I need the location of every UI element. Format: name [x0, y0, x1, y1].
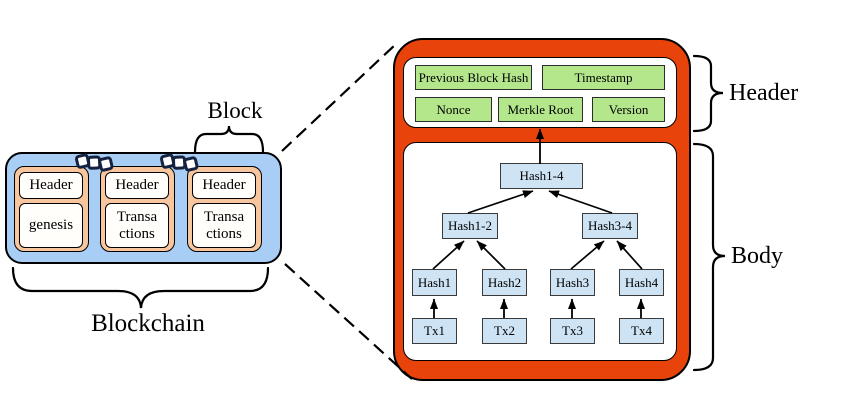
field-merkle-root: Merkle Root [498, 97, 583, 122]
field-timestamp: Timestamp [542, 65, 665, 90]
tree-node-tx1: Tx1 [412, 318, 457, 344]
tree-node-hash3: Hash3 [550, 269, 595, 296]
block-genesis-body: genesis [19, 203, 83, 248]
field-previous-block-hash: Previous Block Hash [415, 65, 532, 90]
tree-node-hash1-4: Hash1-4 [500, 163, 583, 189]
block-genesis: Header genesis [14, 166, 89, 252]
tree-node-hash2: Hash2 [482, 269, 527, 296]
header-brace [692, 54, 724, 133]
blockchain-label: Blockchain [91, 310, 205, 337]
block-3: Header Transa ctions [187, 166, 262, 252]
body-section-label: Body [731, 243, 784, 269]
block-2: Header Transa ctions [100, 166, 175, 252]
block-3-header: Header [192, 172, 256, 199]
header-section-label: Header [729, 80, 799, 106]
field-version: Version [592, 97, 665, 122]
tree-node-tx3: Tx3 [550, 318, 595, 344]
expansion-dashed-line-top [281, 43, 397, 152]
tree-node-hash1-2: Hash1-2 [442, 213, 498, 239]
block-2-header: Header [105, 172, 169, 199]
block-brace [193, 125, 265, 154]
tree-node-hash4: Hash4 [619, 269, 664, 296]
block-label: Block [207, 98, 263, 123]
field-nonce: Nonce [415, 97, 492, 122]
tree-node-tx4: Tx4 [619, 318, 664, 344]
tree-node-tx2: Tx2 [482, 318, 527, 344]
body-brace [692, 142, 726, 372]
block-genesis-header: Header [19, 172, 83, 199]
block-2-body: Transa ctions [105, 203, 169, 248]
tree-node-hash1: Hash1 [412, 269, 457, 296]
block-3-body: Transa ctions [192, 203, 256, 248]
tree-node-hash3-4: Hash3-4 [582, 213, 638, 239]
blockchain-brace [11, 266, 270, 309]
